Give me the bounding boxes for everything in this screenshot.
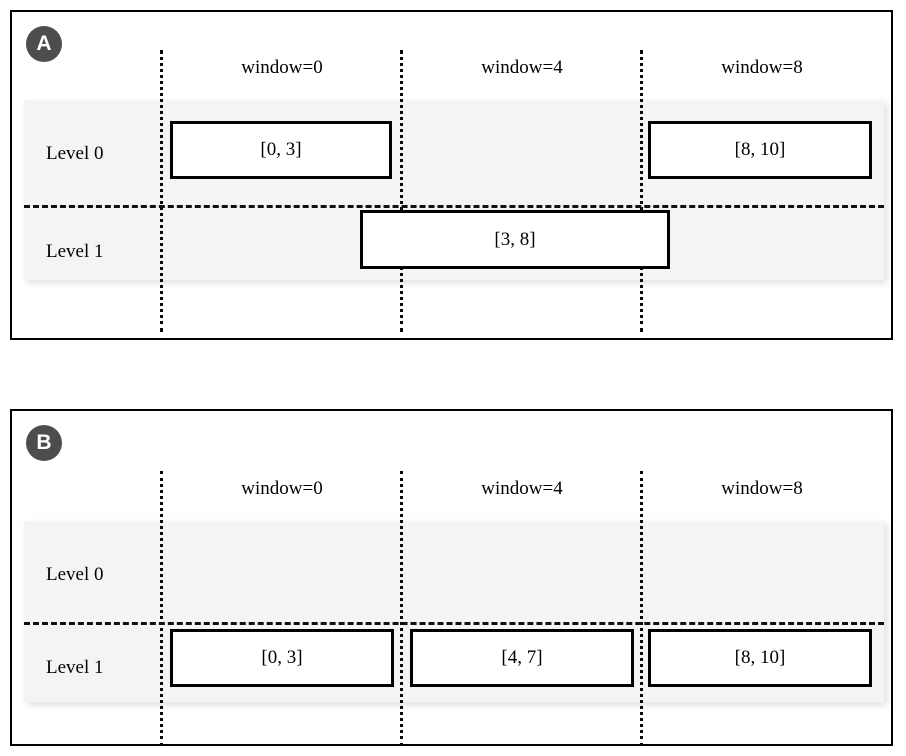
panel-a-window-label-8: window=8: [721, 57, 803, 78]
panel-a-level-1-box-0[interactable]: [3, 8]: [360, 210, 670, 269]
panel-a-window-divider-0: [160, 50, 163, 332]
panel-b-window-label-0: window=0: [241, 478, 323, 499]
panel-b-window-label-4: window=4: [481, 478, 563, 499]
panel-b-window-divider-8: [640, 471, 643, 746]
panel-a-level-1-label: Level 1: [46, 241, 104, 262]
panel-a-window-label-4: window=4: [481, 57, 563, 78]
panel-a-window-divider-4: [400, 50, 403, 332]
panel-b-window-divider-0: [160, 471, 163, 746]
panel-b: B window=0 window=4 window=8 Level 0 Lev…: [10, 409, 893, 746]
panel-a-level-separator: [24, 205, 884, 208]
panel-b-window-divider-4: [400, 471, 403, 746]
panel-a-level-0-box-0[interactable]: [0, 3]: [170, 121, 392, 179]
panel-a-window-divider-8: [640, 50, 643, 332]
panel-a-window-label-0: window=0: [241, 57, 323, 78]
transition-region: Strict window compaction, window = 4: [0, 340, 906, 741]
panel-b-level-1-box-2[interactable]: [8, 10]: [648, 629, 872, 687]
panel-a-level-0-box-1[interactable]: [8, 10]: [648, 121, 872, 179]
panel-a-level-0-label: Level 0: [46, 143, 104, 164]
panel-b-badge: B: [26, 425, 62, 461]
panel-b-level-0-label: Level 0: [46, 564, 104, 585]
panel-b-level-1-label: Level 1: [46, 657, 104, 678]
panel-a: A window=0 window=4 window=8 Level 0 Lev…: [10, 10, 893, 340]
panel-b-level-1-box-1[interactable]: [4, 7]: [410, 629, 634, 687]
panel-b-level-separator: [24, 622, 884, 625]
panel-b-level-1-box-0[interactable]: [0, 3]: [170, 629, 394, 687]
panel-a-badge: A: [26, 26, 62, 62]
panel-b-window-label-8: window=8: [721, 478, 803, 499]
